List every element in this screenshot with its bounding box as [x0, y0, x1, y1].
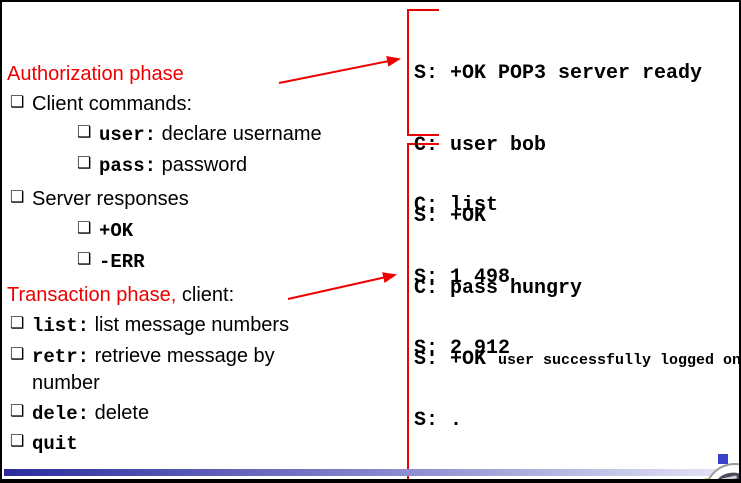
transcript-line: S: 1 498: [414, 265, 511, 289]
list-item: ❑ user: declare username: [77, 121, 461, 148]
pop3-transaction-transcript: C: list S: 1 498 S: 2 912 S: . C: retr 1…: [414, 147, 705, 479]
heading-red-text: Authorization phase: [7, 63, 184, 85]
command-name: dele:: [32, 403, 90, 425]
list-item: ❑ quit: [10, 430, 394, 457]
bullet-text: +OK: [99, 217, 461, 244]
transaction-session-bracket: [407, 143, 439, 479]
transcript-line: S: 2 912: [414, 337, 511, 360]
bullet-text: -ERR: [99, 248, 461, 275]
command-desc: password: [156, 154, 248, 176]
heading-red-text: Transaction phase,: [7, 284, 177, 306]
command-desc: retrieve message by number: [32, 345, 275, 394]
bullet-text: Server responses: [32, 186, 394, 213]
arrow-authorization-icon: [278, 55, 401, 84]
bullet-square-icon: ❑: [10, 346, 25, 363]
command-desc: delete: [89, 402, 150, 424]
bullet-square-icon: ❑: [10, 315, 25, 332]
blue-square-marker: [718, 454, 728, 464]
bullet-text: user: declare username: [99, 121, 461, 148]
command-name: +OK: [99, 220, 134, 242]
command-desc: Server responses: [32, 188, 189, 210]
bullet-text: Client commands:: [32, 91, 394, 118]
authorization-session-bracket: [407, 9, 439, 136]
command-name: pass:: [99, 155, 157, 177]
list-item: ❑ +OK: [77, 217, 461, 244]
list-item: ❑ dele: delete: [10, 400, 394, 427]
transcript-line: C: list: [414, 194, 499, 217]
command-name: list:: [32, 315, 90, 337]
transcript-line: C: pass hungry: [414, 276, 583, 300]
list-item: ❑ -ERR: [77, 248, 461, 275]
command-desc: list message numbers: [89, 314, 290, 336]
bullet-square-icon: ❑: [77, 251, 92, 268]
pop3-authorization-transcript: S: +OK POP3 server ready C: user bob S: …: [414, 15, 741, 420]
list-item: ❑ Server responses: [10, 186, 394, 213]
bottom-gradient-bar: [4, 469, 739, 476]
yellow-dot-icon: [703, 478, 710, 479]
bullet-text: quit: [32, 430, 394, 457]
bullet-square-icon: ❑: [77, 155, 92, 172]
command-desc: Client commands:: [32, 93, 193, 115]
bullet-text: list: list message numbers: [32, 312, 394, 339]
bullet-text: retr: retrieve message by number: [32, 343, 310, 396]
bullet-square-icon: ❑: [10, 403, 25, 420]
bullet-text: dele: delete: [32, 400, 394, 427]
bullet-square-icon: ❑: [77, 124, 92, 141]
command-desc: declare username: [156, 123, 322, 145]
list-item: ❑ list: list message numbers: [10, 312, 394, 339]
bullet-square-icon: ❑: [10, 94, 25, 111]
heading-black-text: client:: [176, 284, 235, 306]
heading-transaction-phase: Transaction phase, client:: [7, 283, 234, 307]
command-name: -ERR: [99, 251, 145, 273]
transcript-line: S: +OK POP3 server ready: [414, 62, 703, 85]
bullet-square-icon: ❑: [77, 220, 92, 237]
bullet-square-icon: ❑: [10, 433, 25, 450]
transcript-line: S: .: [414, 408, 463, 432]
command-name: user:: [99, 124, 157, 146]
transcript-line: C: user bob: [414, 133, 547, 157]
command-name: quit: [32, 433, 78, 455]
transcript-line: S: +OK user successfully logged on: [414, 348, 741, 371]
list-item: ❑ retr: retrieve message by number: [10, 343, 310, 396]
arrow-transaction-icon: [287, 272, 397, 300]
bullet-text: pass: password: [99, 152, 461, 179]
list-item: ❑ Client commands:: [10, 91, 394, 118]
command-name: retr:: [32, 346, 90, 368]
transcript-line: S: +OK: [414, 205, 487, 228]
bullet-square-icon: ❑: [10, 189, 25, 206]
heading-authorization-phase: Authorization phase: [7, 62, 184, 86]
list-item: ❑ pass: password: [77, 152, 461, 179]
